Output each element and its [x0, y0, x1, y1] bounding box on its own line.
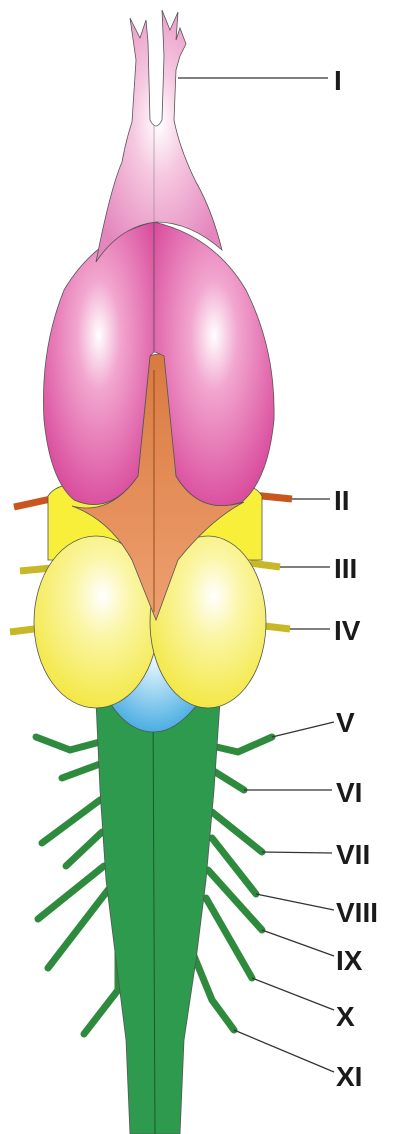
nerve-VI-left: [62, 764, 100, 778]
label-II: II: [334, 485, 350, 516]
leader-IX: [262, 930, 334, 956]
label-I: I: [334, 65, 342, 96]
label-X: X: [336, 1001, 355, 1032]
label-V: V: [336, 707, 355, 738]
nerve-III-right: [250, 563, 280, 567]
leader-VIII: [256, 894, 334, 910]
nerve-VI-right: [212, 770, 244, 790]
label-III: III: [334, 553, 357, 584]
label-IX: IX: [336, 945, 363, 976]
nerve-labels: I II III IV V VI VII VIII IX X XI: [334, 65, 378, 1092]
leader-XI: [234, 1030, 334, 1072]
leader-V: [272, 722, 334, 737]
medulla-oblongata: [96, 702, 220, 1134]
leader-X: [252, 978, 334, 1010]
nerve-VIII-left: [66, 832, 102, 866]
label-IV: IV: [334, 615, 361, 646]
label-VI: VI: [336, 777, 362, 808]
leader-VII: [262, 852, 332, 853]
nerve-XI-right: [194, 956, 234, 1030]
label-XI: XI: [336, 1061, 362, 1092]
nerve-V-left: [36, 737, 100, 750]
cerebrum-left: [43, 222, 154, 505]
nerve-XI-left: [84, 952, 118, 1034]
nerve-VII-left: [42, 800, 100, 843]
label-VIII: VIII: [336, 897, 378, 928]
label-VII: VII: [336, 839, 370, 870]
